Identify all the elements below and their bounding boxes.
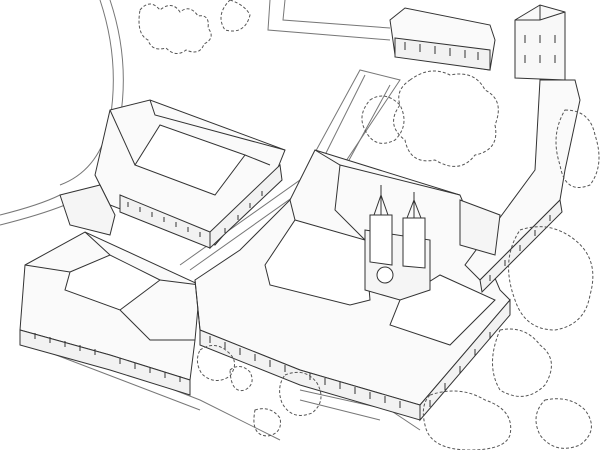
main-monastery-block <box>195 150 510 420</box>
bell-tower <box>515 5 565 80</box>
trees <box>139 0 599 450</box>
church-twin-towers <box>365 185 430 300</box>
north-courtyard-building <box>60 100 285 248</box>
north-palace <box>390 8 495 70</box>
west-courtyard-building <box>20 232 200 395</box>
east-wing <box>460 80 580 292</box>
